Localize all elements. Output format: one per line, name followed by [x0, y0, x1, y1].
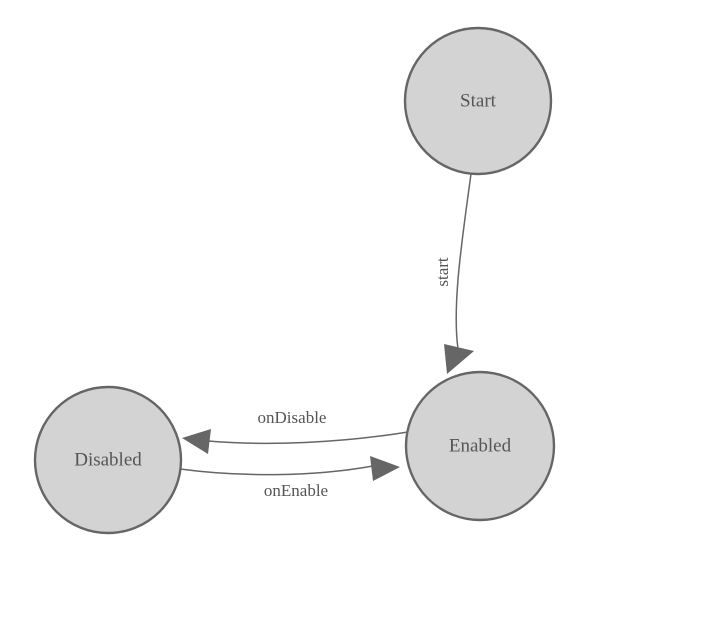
node-enabled-circle: [404, 370, 556, 522]
edge-label-onenable: onEnable: [264, 481, 328, 500]
edge-label-start: start: [433, 257, 452, 287]
node-disabled-label: Disabled: [74, 449, 142, 470]
edge-label-ondisable: onDisable: [258, 408, 327, 427]
edge-path-start-to-enabled: [455, 173, 472, 350]
node-start-label: Start: [460, 90, 497, 111]
arrowhead-icon-disabled-to-enabled: [370, 456, 400, 481]
edge-path-disabled-to-enabled: [179, 465, 374, 476]
edge-disabled-to-enabled[interactable]: onEnable: [179, 456, 400, 500]
edge-enabled-to-disabled[interactable]: onDisable: [182, 408, 409, 454]
node-enabled-label: Enabled: [449, 435, 512, 456]
arrowhead-icon-start-to-enabled: [444, 344, 474, 374]
edge-start-to-enabled[interactable]: start: [433, 173, 474, 374]
arrowhead-icon-enabled-to-disabled: [182, 429, 211, 454]
edge-path-enabled-to-disabled: [207, 431, 409, 445]
node-start-circle: [403, 26, 553, 176]
node-enabled[interactable]: Enabled: [404, 370, 556, 522]
node-disabled[interactable]: Disabled: [33, 385, 183, 535]
node-start[interactable]: Start: [403, 26, 553, 176]
node-disabled-circle: [33, 385, 183, 535]
